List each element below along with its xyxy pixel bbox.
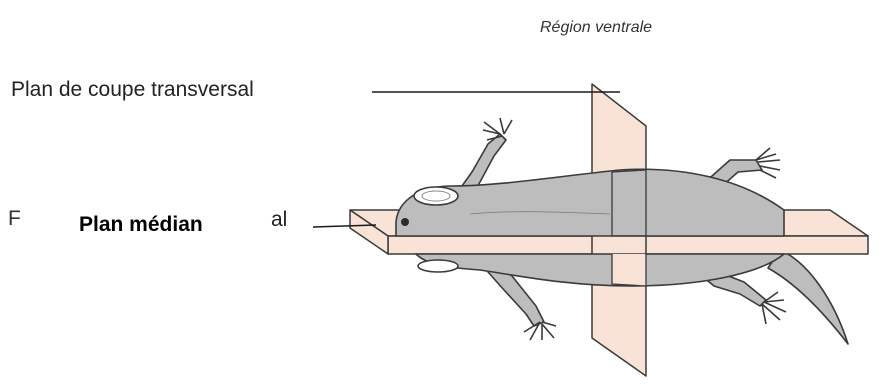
median-label-suffix: al [271,208,287,232]
transverse-plane-label: Plan de coupe transversal [11,78,254,102]
median-plane-label: Plan médian [79,213,203,237]
median-label-prefix: F [8,207,21,231]
ventral-region-label: Région ventrale [540,19,652,37]
lizard-tail [768,250,848,344]
